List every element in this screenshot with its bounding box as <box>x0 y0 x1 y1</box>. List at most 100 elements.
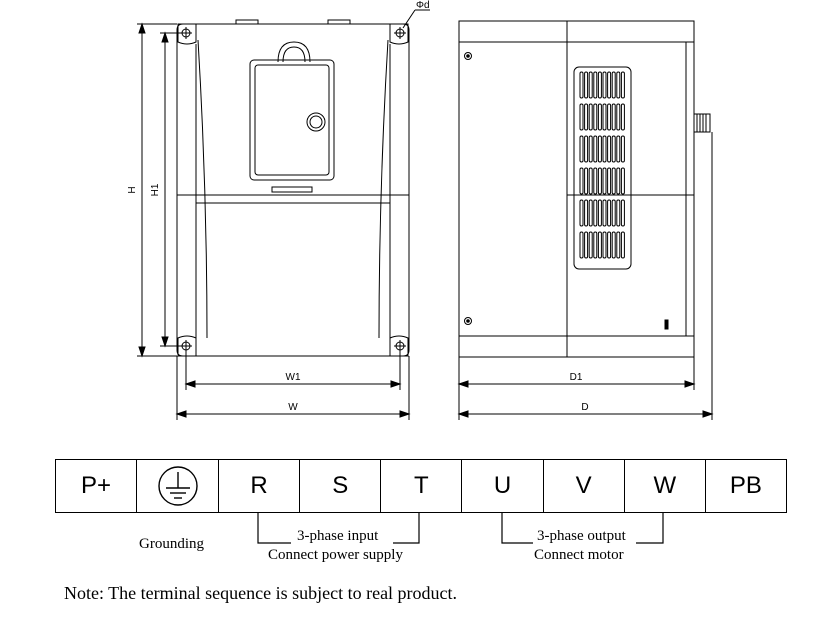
vent-slot <box>602 71 607 99</box>
side-knob <box>693 113 711 133</box>
terminal-p-plus: P+ <box>55 459 137 513</box>
vent-slot <box>584 71 589 99</box>
vent-slot <box>616 103 621 131</box>
vent-slot <box>602 167 607 195</box>
vent-slot <box>597 71 602 99</box>
vent-slot <box>616 231 621 259</box>
vent-slot <box>579 199 584 227</box>
terminal-s: S <box>299 459 382 513</box>
grounding-caption: Grounding <box>139 536 204 552</box>
terminal-v: V <box>542 459 625 513</box>
vent-slot <box>611 135 616 163</box>
dim-label-h: H <box>127 186 138 193</box>
terminal-pb: PB <box>704 459 788 513</box>
vent-slot <box>616 167 621 195</box>
input-caption-line1: 3-phase input <box>297 528 379 544</box>
vent-slot <box>588 167 593 195</box>
vent-slot <box>579 103 584 131</box>
side-dimensions <box>457 132 714 420</box>
vent-slot <box>588 103 593 131</box>
dim-label-hole-diameter: Φd <box>416 0 430 11</box>
vent-slot <box>593 167 598 195</box>
vent-slot <box>584 199 589 227</box>
mounting-hole-tr <box>394 27 406 39</box>
vent-slot <box>607 103 612 131</box>
vent-slot <box>597 231 602 259</box>
terminal-u: U <box>461 459 544 513</box>
vent-slot <box>597 199 602 227</box>
vent-slot <box>620 167 625 195</box>
vent-slot <box>593 231 598 259</box>
side-vent <box>573 66 632 270</box>
mounting-hole-bl <box>180 340 192 352</box>
output-caption-line2: Connect motor <box>534 547 624 563</box>
note-text: Note: The terminal sequence is subject t… <box>64 583 458 603</box>
vent-slot <box>584 135 589 163</box>
ground-icon <box>157 466 198 506</box>
vent-slot <box>607 135 612 163</box>
terminal-strip: P+ R S T U V W PB <box>55 459 788 513</box>
vent-slot <box>588 199 593 227</box>
vent-slot <box>584 231 589 259</box>
keypad-handle <box>277 41 311 63</box>
front-view <box>176 19 410 357</box>
vent-slot <box>597 167 602 195</box>
vent-slot <box>620 103 625 131</box>
vent-slot <box>602 199 607 227</box>
dimension-drawing: H H1 W1 W Φd D1 D <box>127 0 714 420</box>
terminal-brackets <box>257 513 664 544</box>
vent-slot <box>611 103 616 131</box>
vent-slot <box>579 71 584 99</box>
keypad-knob <box>306 112 326 132</box>
vent-slot <box>611 199 616 227</box>
vent-slot <box>607 231 612 259</box>
vent-slot <box>584 167 589 195</box>
vent-slot <box>597 103 602 131</box>
vent-slot <box>616 199 621 227</box>
terminal-t: T <box>380 459 463 513</box>
vent-slot <box>597 135 602 163</box>
vent-slot <box>593 199 598 227</box>
dim-label-d: D <box>581 402 588 413</box>
vent-slot <box>607 167 612 195</box>
vent-slot <box>616 71 621 99</box>
vent-slot <box>602 135 607 163</box>
vent-slot <box>588 71 593 99</box>
vent-slot <box>593 103 598 131</box>
vent-slot <box>579 135 584 163</box>
vent-slot <box>607 199 612 227</box>
mounting-hole-tl <box>180 27 192 39</box>
side-view <box>458 20 711 358</box>
output-caption-line1: 3-phase output <box>537 528 626 544</box>
dim-label-w1: W1 <box>286 372 301 383</box>
vent-slot <box>611 167 616 195</box>
vent-slot <box>593 71 598 99</box>
terminal-w: W <box>623 459 706 513</box>
vent-slot <box>593 135 598 163</box>
label-slot <box>271 186 313 193</box>
terminal-grounding <box>136 459 219 513</box>
vent-slot <box>620 135 625 163</box>
vent-slot <box>616 135 621 163</box>
vent-slot <box>611 231 616 259</box>
vent-slot <box>607 71 612 99</box>
keypad-panel <box>249 59 335 181</box>
dim-label-h1: H1 <box>150 183 161 196</box>
vent-slot <box>588 135 593 163</box>
mounting-hole-br <box>394 340 406 352</box>
vent-slot <box>579 231 584 259</box>
terminal-r: R <box>217 459 301 513</box>
vent-slot <box>620 231 625 259</box>
vent-slot <box>620 199 625 227</box>
vent-slot <box>620 71 625 99</box>
vent-slot <box>588 231 593 259</box>
vent-slot <box>611 71 616 99</box>
vent-slot <box>602 231 607 259</box>
input-caption-line2: Connect power supply <box>268 547 403 563</box>
front-dimensions <box>137 9 430 420</box>
vent-slot <box>579 167 584 195</box>
vent-slot <box>584 103 589 131</box>
vent-slot <box>602 103 607 131</box>
dim-label-d1: D1 <box>570 372 583 383</box>
dim-label-w: W <box>288 402 298 413</box>
